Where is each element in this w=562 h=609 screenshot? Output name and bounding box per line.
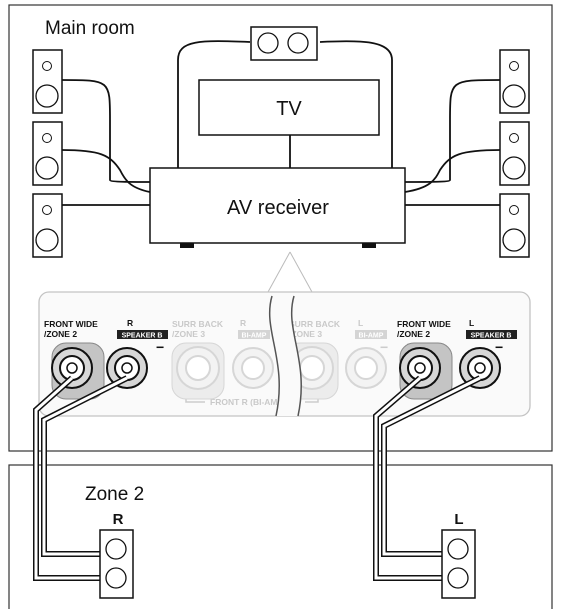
front-r-label-bg — [205, 396, 305, 407]
front-wide-label-left: FRONT WIDE — [44, 319, 98, 329]
av-receiver — [149, 167, 406, 248]
speaker-b-badge-left — [466, 330, 517, 339]
speaker-b-badge-right — [117, 330, 168, 339]
biamp-badge-1 — [238, 330, 270, 339]
speaker-b-label-right: SPEAKER B — [122, 333, 163, 340]
left-speakers — [32, 49, 63, 258]
zone2-cables — [33, 375, 482, 581]
minus-sign-2: − — [380, 339, 388, 355]
zone2-label-left: /ZONE 2 — [44, 329, 77, 339]
av-receiver-label: AV receiver — [227, 197, 329, 219]
zone3-label-1: /ZONE 3 — [172, 329, 205, 339]
zone2-left-speaker — [441, 529, 476, 599]
center-speaker — [250, 26, 318, 61]
biamp-badge-2 — [355, 330, 387, 339]
zoom-callout — [267, 251, 313, 293]
biamp-label-1: BI-AMP — [242, 333, 267, 340]
biamp-label-2: BI-AMP — [359, 333, 384, 340]
zone2-left-speaker-label: L — [454, 511, 463, 528]
r-biamp-label: R — [240, 318, 246, 328]
zone2-right-speaker — [99, 529, 134, 599]
right-speakers — [499, 49, 530, 258]
surr-back-label-2: SURR BACK — [289, 319, 341, 329]
zone2-label: Zone 2 — [85, 484, 144, 505]
zone2-right-speaker-label: R — [113, 511, 124, 528]
zone3-label-2: /ZONE 3 — [289, 329, 322, 339]
minus-sign-1: − — [156, 339, 164, 355]
tv-label: TV — [276, 98, 302, 120]
zone2-label-right: /ZONE 2 — [397, 329, 430, 339]
surr-back-label-1: SURR BACK — [172, 319, 224, 329]
front-r-label: FRONT R (BI-AMP) — [210, 397, 286, 407]
main-speaker-cables — [61, 40, 501, 206]
minus-sign-3: − — [495, 339, 503, 355]
front-wide-label-right: FRONT WIDE — [397, 319, 451, 329]
r-terminal-label: R — [127, 318, 133, 328]
l-terminal-label: L — [469, 318, 474, 328]
active-terminals — [51, 342, 501, 400]
tv — [198, 79, 380, 136]
break-symbol — [268, 295, 302, 417]
main-room-label: Main room — [45, 18, 135, 39]
l-biamp-label: L — [358, 318, 363, 328]
speaker-b-label-left: SPEAKER B — [471, 333, 512, 340]
